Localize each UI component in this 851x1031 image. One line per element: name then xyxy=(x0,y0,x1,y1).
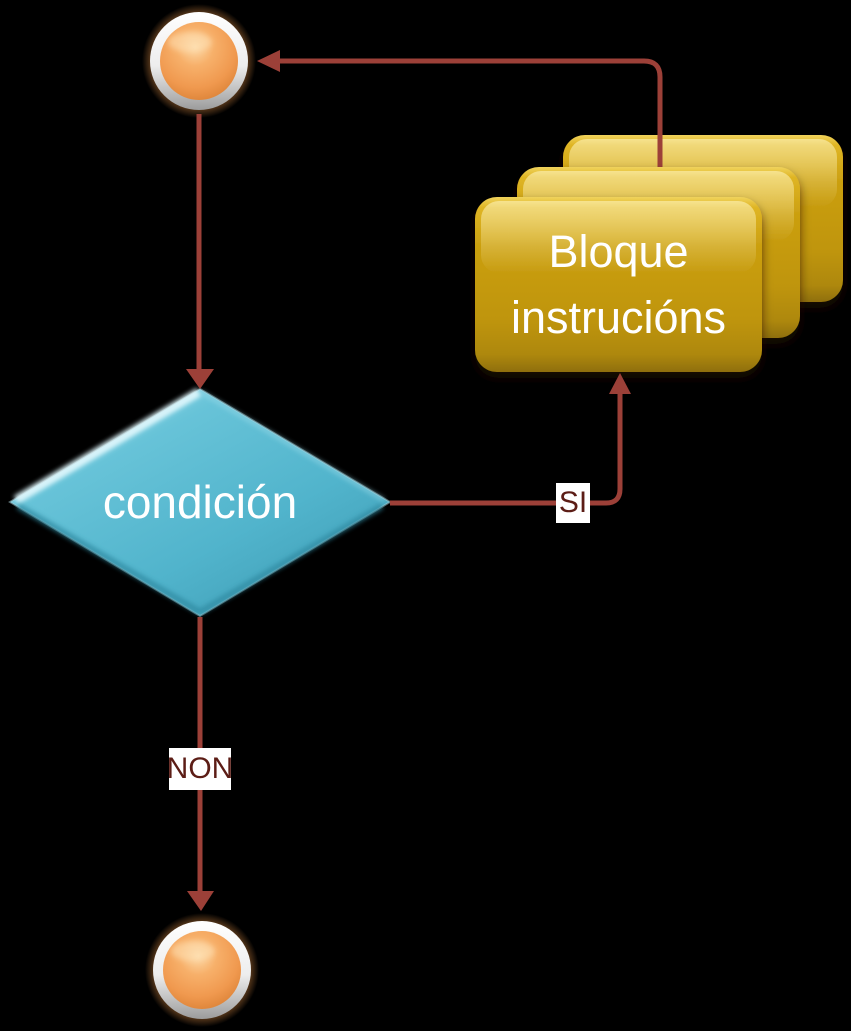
end-node xyxy=(145,913,259,1027)
condition-diamond-bevel-highlight xyxy=(13,388,202,504)
arrowhead-left-into-start xyxy=(257,50,280,72)
connector-block-to-start-loop xyxy=(257,50,663,167)
instruction-block-front xyxy=(475,197,762,372)
end-node-highlight xyxy=(171,941,215,961)
arrowhead-down-into-condition xyxy=(186,369,214,389)
start-node-highlight xyxy=(168,32,212,52)
connector-si-line xyxy=(390,393,623,506)
si-edge-label: SI xyxy=(556,483,590,523)
arrowhead-down-into-end xyxy=(187,891,214,911)
condition-diamond-bevel-light xyxy=(199,390,386,502)
condition-diamond-bevel-shadow xyxy=(16,503,384,615)
instruction-block-front-gloss xyxy=(481,201,756,273)
connector-start-to-condition xyxy=(186,114,214,389)
connector-loop-line xyxy=(279,58,663,167)
condition-diamond xyxy=(8,387,392,618)
arrowhead-up-into-block xyxy=(609,373,631,394)
condition-diamond-shape xyxy=(8,387,392,618)
connector-condition-to-block-si xyxy=(390,373,631,506)
start-node xyxy=(142,4,256,118)
non-edge-label: NON xyxy=(167,748,233,790)
